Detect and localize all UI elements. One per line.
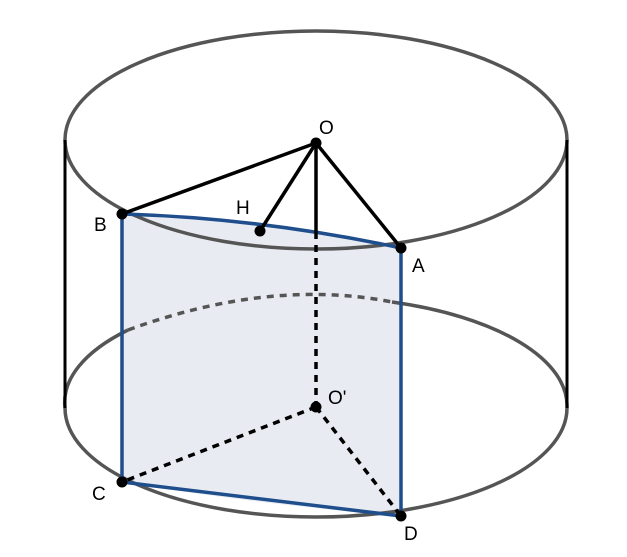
- point-d: [395, 510, 407, 522]
- segment-oa: [314, 141, 403, 250]
- point-o-prime: [310, 401, 322, 413]
- label-d: D: [404, 524, 418, 545]
- point-h: [254, 225, 266, 237]
- label-b: B: [94, 215, 107, 236]
- label-h: H: [236, 198, 250, 219]
- segment-oprime-d: [314, 405, 403, 518]
- point-o: [310, 137, 322, 149]
- bottom-base-back-arc: [127, 292, 393, 332]
- point-a: [395, 242, 407, 254]
- segment-ob: [121, 141, 317, 216]
- point-c: [116, 476, 128, 488]
- label-o-prime: O': [328, 388, 346, 409]
- label-a: A: [412, 256, 425, 277]
- label-c: C: [92, 484, 106, 505]
- label-o: O: [319, 118, 334, 139]
- section-edge-dc: [121, 480, 402, 518]
- section-edge-ba: [121, 212, 402, 250]
- section-abcd-fill: [122, 214, 401, 516]
- segment-oh: [258, 142, 318, 232]
- segment-oprime-c: [121, 405, 317, 484]
- point-b: [116, 208, 128, 220]
